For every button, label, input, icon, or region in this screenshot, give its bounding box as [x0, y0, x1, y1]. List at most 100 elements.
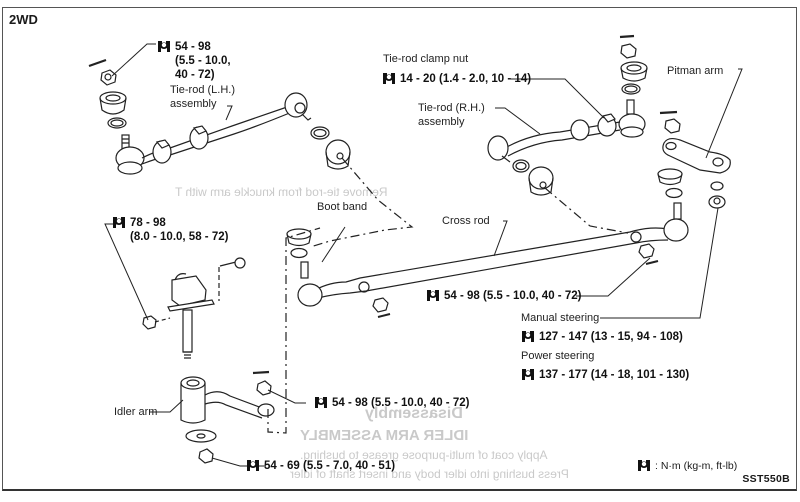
pitman-arm-group: [657, 110, 731, 209]
torque-value-line: 40 - 72): [175, 69, 215, 81]
clamp-rh-1: [570, 119, 590, 141]
cotter-pin-crossrod-right: [645, 260, 659, 265]
idler-bracket: [167, 273, 215, 312]
leader-lines: [104, 43, 743, 467]
tie-rod-lh-assembly: [88, 58, 414, 248]
castle-nut-pitman: [664, 118, 681, 134]
label-line: Tie-rod (L.H.): [170, 84, 235, 96]
diagram-frame: [2, 7, 797, 491]
label-tie-rod-rh: Tie-rod (R.H.) assembly: [418, 101, 485, 129]
ball-joint-crossrod-right: [663, 202, 689, 242]
torque-wrench-icon: [521, 330, 535, 343]
lock-washer: [710, 181, 724, 191]
ball-stud-rh-top: [618, 99, 646, 138]
seal-ring-crossrod-left: [290, 247, 308, 259]
cross-rod-group: [286, 202, 689, 318]
label-boot-band: Boot band: [317, 201, 368, 213]
leader-clamp-nut: [508, 78, 605, 119]
leader-idler-arm: [150, 399, 184, 413]
torque-idler-shaft-nut: 54 - 69 (5.5 - 7.0, 40 - 51): [246, 459, 395, 473]
torque-value-line: 78 - 98: [130, 217, 166, 229]
leader-boot-to-crossrod: [309, 157, 414, 248]
boot-lh-2: [325, 139, 351, 170]
cotter-pin-idler: [252, 370, 270, 375]
legend-text: : N·m (kg-m, ft-lb): [655, 459, 738, 472]
torque-wrench-icon: [521, 368, 535, 381]
clamp-rh-2: [597, 113, 617, 137]
cotter-pin-crossrod-left: [377, 313, 391, 318]
torque-wrench-icon: [314, 396, 328, 409]
castle-nut-lh: [100, 69, 117, 86]
dust-boot-rh-top: [620, 61, 648, 82]
idler-shaft: [182, 309, 193, 359]
ball-joint-rh-outer: [487, 135, 511, 163]
torque-value-line: (8.0 - 10.0, 58 - 72): [130, 231, 229, 243]
label-manual-steering: Manual steering: [521, 312, 600, 324]
label-idler-arm: Idler arm: [114, 406, 158, 418]
leader-tie-rod-lh-nut: [111, 43, 156, 77]
seal-ring-lh-2: [310, 126, 330, 140]
cotter-pin-lh: [88, 58, 107, 68]
idler-shaft-nut: [198, 448, 214, 464]
leader-manual-steering: [600, 207, 719, 319]
leader-tie-rod-lh-assembly: [225, 105, 233, 121]
pitman-arm: [662, 137, 731, 174]
tie-rod-rh-assembly: [487, 34, 648, 234]
boot-pitman: [657, 168, 683, 186]
clamp-lh-2: [189, 125, 209, 150]
leader-idler-arm-nut: [267, 389, 306, 404]
label-power-steering: Power steering: [521, 350, 595, 362]
leader-boot-band: [321, 226, 346, 263]
ball-joint-lh-outer: [284, 92, 312, 121]
torque-idler-arm-nut: 54 - 98 (5.5 - 10.0, 40 - 72): [314, 396, 469, 410]
figure-code: SST550B: [742, 473, 790, 485]
boot-crossrod-left: [286, 228, 312, 247]
castle-nut-rh-top: [620, 43, 637, 59]
ball-stud-lh: [115, 134, 145, 175]
ball-joint-crossrod-left: [297, 261, 323, 307]
idler-washer: [185, 429, 217, 443]
leader-cross-rod-nut: [576, 257, 651, 297]
torque-value: 54 - 69 (5.5 - 7.0, 40 - 51): [264, 460, 396, 472]
torque-cross-rod-nut: 54 - 98 (5.5 - 10.0, 40 - 72): [426, 289, 581, 303]
torque-wrench-icon: [246, 459, 260, 472]
torque-power-steering: 137 - 177 (14 - 18, 101 - 130): [521, 368, 689, 382]
torque-wrench-icon: [426, 289, 440, 302]
bracket-bolt: [218, 257, 246, 301]
torque-value: 14 - 20 (1.4 - 2.0, 10 - 14): [400, 73, 532, 85]
torque-value: 54 - 98 (5.5 - 10.0, 40 - 72): [332, 397, 470, 409]
cross-rod: [314, 227, 669, 299]
idler-arm-nut: [256, 380, 272, 396]
idler-arm-group: [142, 227, 321, 464]
cotter-pin-rh-top: [619, 34, 635, 39]
label-line: assembly: [170, 98, 217, 110]
seal-ring-lh: [107, 117, 127, 129]
label-cross-rod: Cross rod: [442, 215, 490, 227]
leader-boot-rh-to-crossrod: [544, 187, 629, 234]
torque-tie-rod-lh-nut: 54 - 98 (5.5 - 10.0, 40 - 72): [157, 40, 231, 82]
torque-manual-steering: 127 - 147 (13 - 15, 94 - 108): [521, 330, 683, 344]
castle-nut-crossrod-left: [372, 297, 389, 313]
label-line: Tie-rod (R.H.): [418, 102, 485, 114]
torque-wrench-icon: [382, 72, 396, 85]
label-tie-rod-clamp-nut: Tie-rod clamp nut: [383, 53, 469, 65]
leader-tie-rod-rh-assembly: [495, 107, 541, 135]
torque-value: 127 - 147 (13 - 15, 94 - 108): [539, 331, 683, 343]
idler-body: [180, 376, 275, 424]
nut-pitman-large: [708, 195, 726, 209]
label-pitman-arm: Pitman arm: [667, 65, 724, 77]
boot-rh-2: [528, 166, 554, 196]
dust-boot-lh: [99, 91, 127, 115]
seal-ring-rh-top: [621, 83, 641, 95]
dashed-bracket-idler: [267, 227, 321, 434]
torque-value: 137 - 177 (14 - 18, 101 - 130): [539, 369, 690, 381]
seal-ring-rh-2: [512, 159, 530, 173]
torque-value: 54 - 98 (5.5 - 10.0, 40 - 72): [444, 290, 582, 302]
castle-nut-crossrod-right: [638, 243, 655, 259]
clamp-lh-1: [152, 139, 172, 164]
label-line: assembly: [418, 116, 465, 128]
torque-wrench-icon: [637, 459, 651, 472]
diagram-title: 2WD: [9, 12, 38, 27]
torque-wrench-icon: [112, 216, 126, 229]
label-tie-rod-lh: Tie-rod (L.H.) assembly: [170, 83, 235, 111]
